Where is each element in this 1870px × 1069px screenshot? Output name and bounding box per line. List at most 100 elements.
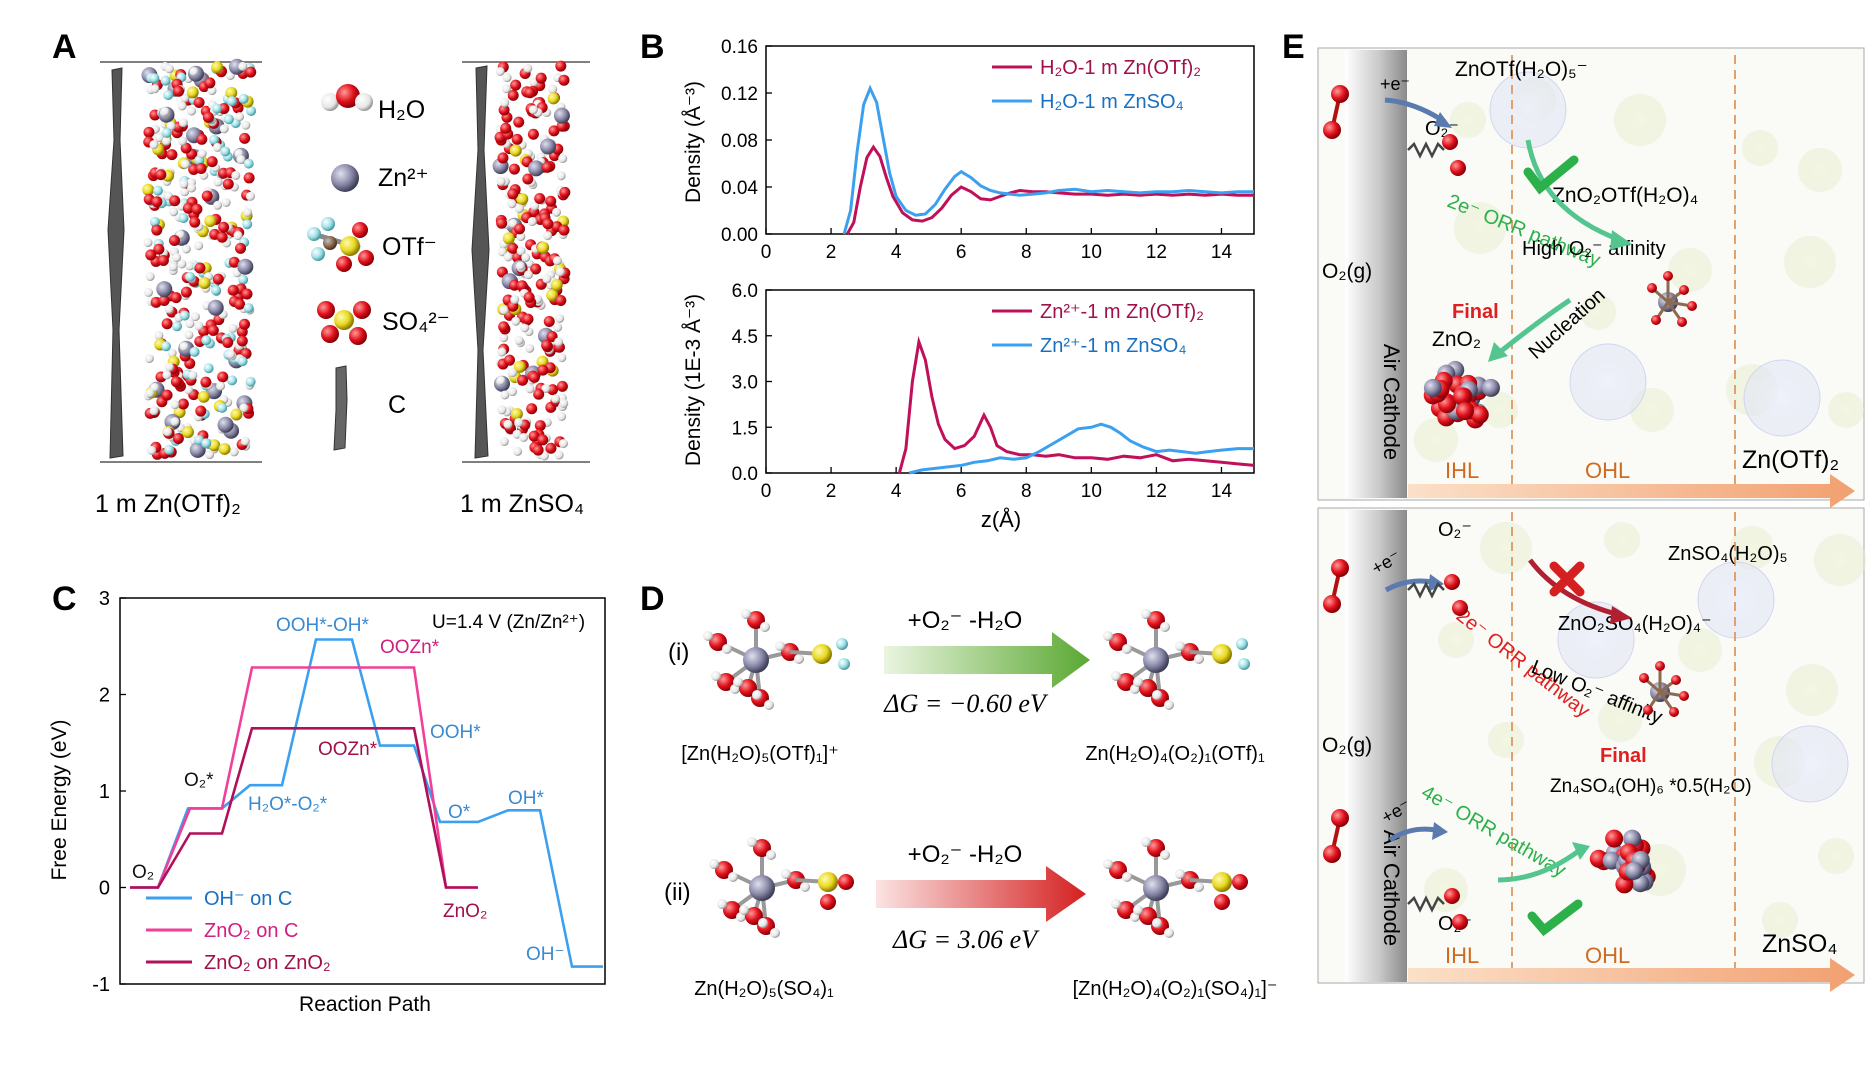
nanoparticle-atom [1470,405,1489,424]
x-tick-label: 14 [1211,481,1233,502]
atom [500,390,510,400]
atom [184,271,195,282]
zinc-ion-icon [331,164,359,192]
atom [164,64,174,74]
atom [546,331,558,343]
atom [168,234,180,246]
atom [185,261,195,271]
atom [523,63,533,73]
d-row-i-reactant-structure [703,609,850,710]
fluorine-atom [1238,658,1250,670]
oxygen-atom [745,907,763,925]
atom [167,348,177,358]
atom [155,169,167,181]
atom [212,142,222,152]
atom [228,256,240,268]
x-tick-label: 8 [1021,481,1032,502]
atom [525,343,535,353]
atom [163,427,173,437]
atom [514,335,524,345]
hydrogen-atom [1103,631,1113,641]
e-top-complex1: ZnOTf(H₂O)₅⁻ [1455,58,1588,81]
atom [537,434,549,446]
d-row-ii-product-label: [Zn(H₂O)₄(O₂)₁(SO₄)₁]⁻ [1073,978,1278,1000]
atom [559,398,569,408]
atom [152,185,163,196]
atom [242,219,253,230]
y-tick-label: 4.5 [732,327,758,348]
zinc-atom [1143,647,1169,673]
atom [555,267,565,277]
solvent-cluster [1668,248,1712,292]
atom [197,149,207,159]
oxygen-atom [1117,673,1135,691]
atom [514,417,524,427]
e-molecules [1323,85,1697,930]
atom [178,136,188,146]
atom [186,86,199,99]
oxygen-atom [1117,901,1135,919]
c-xlabel: Reaction Path [299,993,431,1016]
sulfate-ion-icon [317,301,371,345]
atom [227,284,239,296]
oxygen-atom [1331,809,1349,827]
atom [530,201,540,211]
nanoparticle-atom [1455,402,1474,421]
oxygen-atom [1669,707,1679,717]
atom [166,149,178,161]
panel-d-letter: D [640,580,665,618]
sulfur-atom [812,644,832,664]
atom [553,322,563,332]
e-bottom-check-icon [1527,899,1583,937]
legend-label-carbon: C [388,391,406,419]
spring-icon [1407,141,1445,159]
solvent-cluster [1604,522,1640,558]
d-row-i-delta-g: ΔG = −0.60 eV [883,689,1049,718]
d-row-ii-reactant-label: Zn(H₂O)₅(SO₄)₁ [694,978,834,1000]
hydrogen-atom [775,641,785,651]
atom [554,450,564,460]
atom [154,133,164,143]
atom [502,232,515,245]
e-top-electrolyte: Zn(OTf)₂ [1742,446,1839,474]
b-top-ylabel: Density (Å⁻³) [682,81,705,203]
atom [227,375,238,386]
atom [507,188,519,200]
solvent-cluster [1786,664,1838,716]
atom [552,207,562,217]
c-y-tick-label: 2 [99,685,110,707]
atom [208,439,221,452]
hydrogen-atom [1164,928,1174,938]
atom [217,371,229,383]
e-solvation-clusters [1414,71,1866,938]
atom [525,384,535,394]
atom [555,295,567,307]
panel-e-letter: E [1282,28,1305,66]
e-top-ohl: OHL [1585,458,1630,483]
hydrogen-atom [739,905,749,915]
atom [496,217,508,229]
atom [527,217,537,227]
atom [243,158,254,169]
solvation-shell [1569,343,1647,421]
hydrogen-atom [794,654,804,664]
x-tick-label: 0 [761,481,772,502]
atom [526,403,538,415]
oxygen-atom [1687,301,1697,311]
atom [216,231,228,243]
series-line-0 [845,144,1254,235]
solvent-cluster [1828,392,1864,428]
oxygen-atom [1442,134,1458,150]
atom [559,186,571,198]
hydrogen-atom [764,700,774,710]
atom [147,445,157,455]
atom [189,441,206,458]
legend-label-0: Zn²⁺-1 m Zn(OTf)₂ [1040,301,1204,323]
hydrogen-atom [1133,905,1143,915]
atom [202,111,214,123]
solvation-shell [1489,71,1567,149]
atom [219,124,229,134]
a1-carbon-sheet [107,67,125,459]
atom [528,105,538,115]
